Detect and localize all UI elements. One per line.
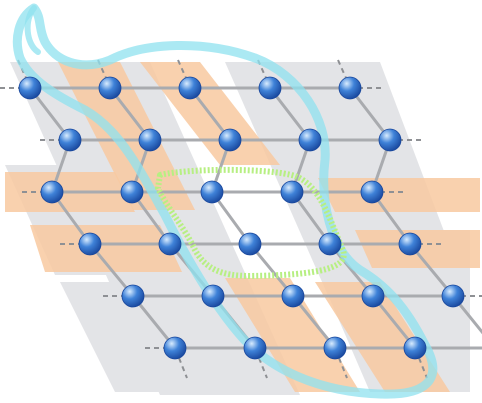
lattice-node	[403, 336, 427, 360]
highlight-stripe	[225, 278, 360, 392]
green-boundary-loop	[155, 166, 347, 279]
lattice-node	[281, 284, 305, 308]
highlight-stripe	[318, 178, 480, 212]
column-dash-bottom	[178, 357, 188, 379]
lattice-node	[40, 180, 64, 204]
lattice-node	[243, 336, 267, 360]
lattice-node	[58, 128, 82, 152]
background-band	[60, 282, 215, 392]
highlight-stripe	[30, 225, 182, 272]
lattice-node	[338, 76, 362, 100]
lattice-node	[120, 180, 144, 204]
cyan-loop-tail	[24, 5, 41, 55]
lattice-node	[323, 336, 347, 360]
lattice-node	[138, 128, 162, 152]
lattice-node	[18, 76, 42, 100]
highlight-stripe	[315, 282, 450, 392]
column-dash-top	[177, 59, 187, 79]
lattice-node	[280, 180, 304, 204]
column-dash-bottom	[258, 357, 268, 379]
column-dash-bottom	[418, 357, 428, 379]
lattice-node	[98, 76, 122, 100]
column-dash-top	[337, 59, 347, 79]
lattice-node	[318, 232, 342, 256]
lattice-node	[201, 284, 225, 308]
lattice-node	[378, 128, 402, 152]
lattice-node	[238, 232, 262, 256]
lattice-node	[121, 284, 145, 308]
lattice-node	[361, 284, 385, 308]
lattice-node	[441, 284, 465, 308]
lattice-node	[398, 232, 422, 256]
lattice-node	[258, 76, 282, 100]
lattice-node	[178, 76, 202, 100]
lattice-node	[200, 180, 224, 204]
lattice-node	[163, 336, 187, 360]
lattice-node	[78, 232, 102, 256]
lattice-nodes	[18, 76, 465, 360]
lattice-node	[360, 180, 384, 204]
lattice-node	[218, 128, 242, 152]
lattice-node	[158, 232, 182, 256]
highlight-bands	[5, 62, 480, 392]
lattice-node	[298, 128, 322, 152]
column-dash-bottom	[338, 357, 348, 379]
